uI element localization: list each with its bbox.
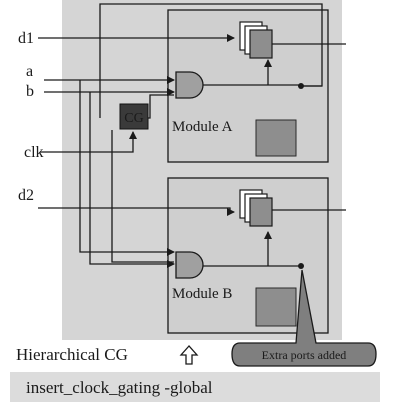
clk-wire bbox=[40, 131, 137, 153]
callout-text: Extra ports added bbox=[262, 348, 347, 362]
module-b-gray-block bbox=[255, 287, 297, 327]
module-a-and-gate bbox=[175, 71, 204, 99]
cg-label: CG bbox=[124, 111, 143, 126]
command-bar bbox=[10, 372, 380, 402]
cg-block bbox=[119, 103, 149, 130]
d2-wire bbox=[38, 207, 235, 216]
a-label: a bbox=[26, 63, 33, 80]
module-a-label: Module A bbox=[172, 119, 233, 135]
b-label: b bbox=[26, 83, 34, 100]
module-a-gray-block bbox=[255, 119, 297, 157]
d1-label: d1 bbox=[18, 30, 34, 47]
module-b-label: Module B bbox=[172, 286, 232, 302]
up-arrow-outline-icon bbox=[179, 345, 199, 365]
module-a-port-dot bbox=[298, 83, 304, 89]
module-b-port-dot bbox=[298, 263, 304, 269]
cg-to-module-b-wire bbox=[111, 130, 174, 263]
clk-label: clk bbox=[24, 144, 44, 161]
module-b-flop-front bbox=[249, 197, 273, 227]
module-b-and-gate bbox=[175, 251, 204, 279]
module-a-flop-front bbox=[249, 29, 273, 59]
hierarchical-cg-caption: Hierarchical CG bbox=[16, 345, 128, 364]
a-branch-wire bbox=[79, 80, 175, 256]
command-text: insert_clock_gating -global bbox=[26, 378, 213, 397]
b-branch-wire bbox=[89, 92, 175, 268]
extra-ports-callout bbox=[231, 269, 377, 367]
d2-label: d2 bbox=[18, 187, 34, 204]
